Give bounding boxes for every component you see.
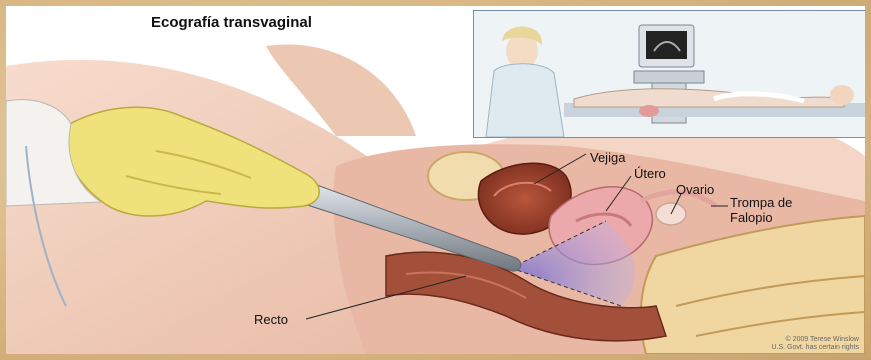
illustration-title: Ecografía transvaginal	[151, 14, 312, 31]
copyright-line1: © 2009 Terese Winslow	[771, 336, 859, 344]
label-uterus: Útero	[634, 166, 666, 181]
label-fallopian-tube-line2: Falopio	[730, 210, 773, 225]
label-ovary: Ovario	[676, 182, 714, 197]
label-rectum: Recto	[254, 312, 288, 327]
copyright-line2: U.S. Govt. has certain rights	[771, 344, 859, 352]
label-fallopian-tube-line1: Trompa de	[730, 195, 792, 210]
label-bladder: Vejiga	[590, 150, 625, 165]
illustration-frame: Ecografía transvaginal	[6, 6, 865, 354]
copyright-notice: © 2009 Terese Winslow U.S. Govt. has cer…	[771, 336, 859, 352]
inset-procedure-scene	[473, 10, 865, 138]
